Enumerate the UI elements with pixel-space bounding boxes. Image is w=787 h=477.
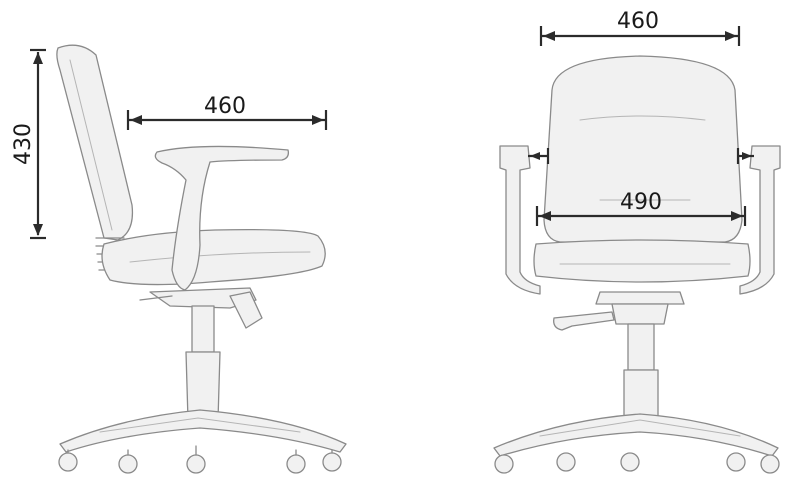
dim-armrest-markers [528, 148, 754, 164]
dim-side-height: 430 [11, 48, 46, 240]
front-gas-cylinder [627, 323, 655, 371]
side-lever [229, 291, 263, 329]
side-armrest [154, 145, 290, 291]
front-armrest-left [499, 145, 541, 295]
side-seat [101, 228, 326, 286]
dim-side-depth-label: 460 [204, 94, 246, 119]
front-armrest-right [739, 145, 781, 295]
dim-front-seat-width: 490 [535, 190, 747, 226]
side-gas-cylinder [191, 305, 215, 353]
side-star-base [59, 409, 347, 453]
front-backrest [543, 55, 743, 243]
dim-side-depth: 460 [126, 94, 328, 130]
side-casters [58, 445, 342, 474]
front-casters [494, 452, 780, 474]
dim-front-back-width-label: 460 [617, 9, 659, 34]
chair-front-view [493, 55, 781, 474]
dim-side-height-label: 430 [11, 123, 36, 165]
dim-front-back-width: 460 [539, 9, 741, 46]
dim-front-seat-width-label: 490 [620, 190, 662, 215]
front-star-base [493, 413, 779, 457]
front-seat [533, 239, 751, 283]
front-lever [553, 311, 615, 331]
front-mechanism [595, 291, 685, 305]
chair-side-view [56, 44, 347, 474]
side-backrest [56, 44, 134, 241]
